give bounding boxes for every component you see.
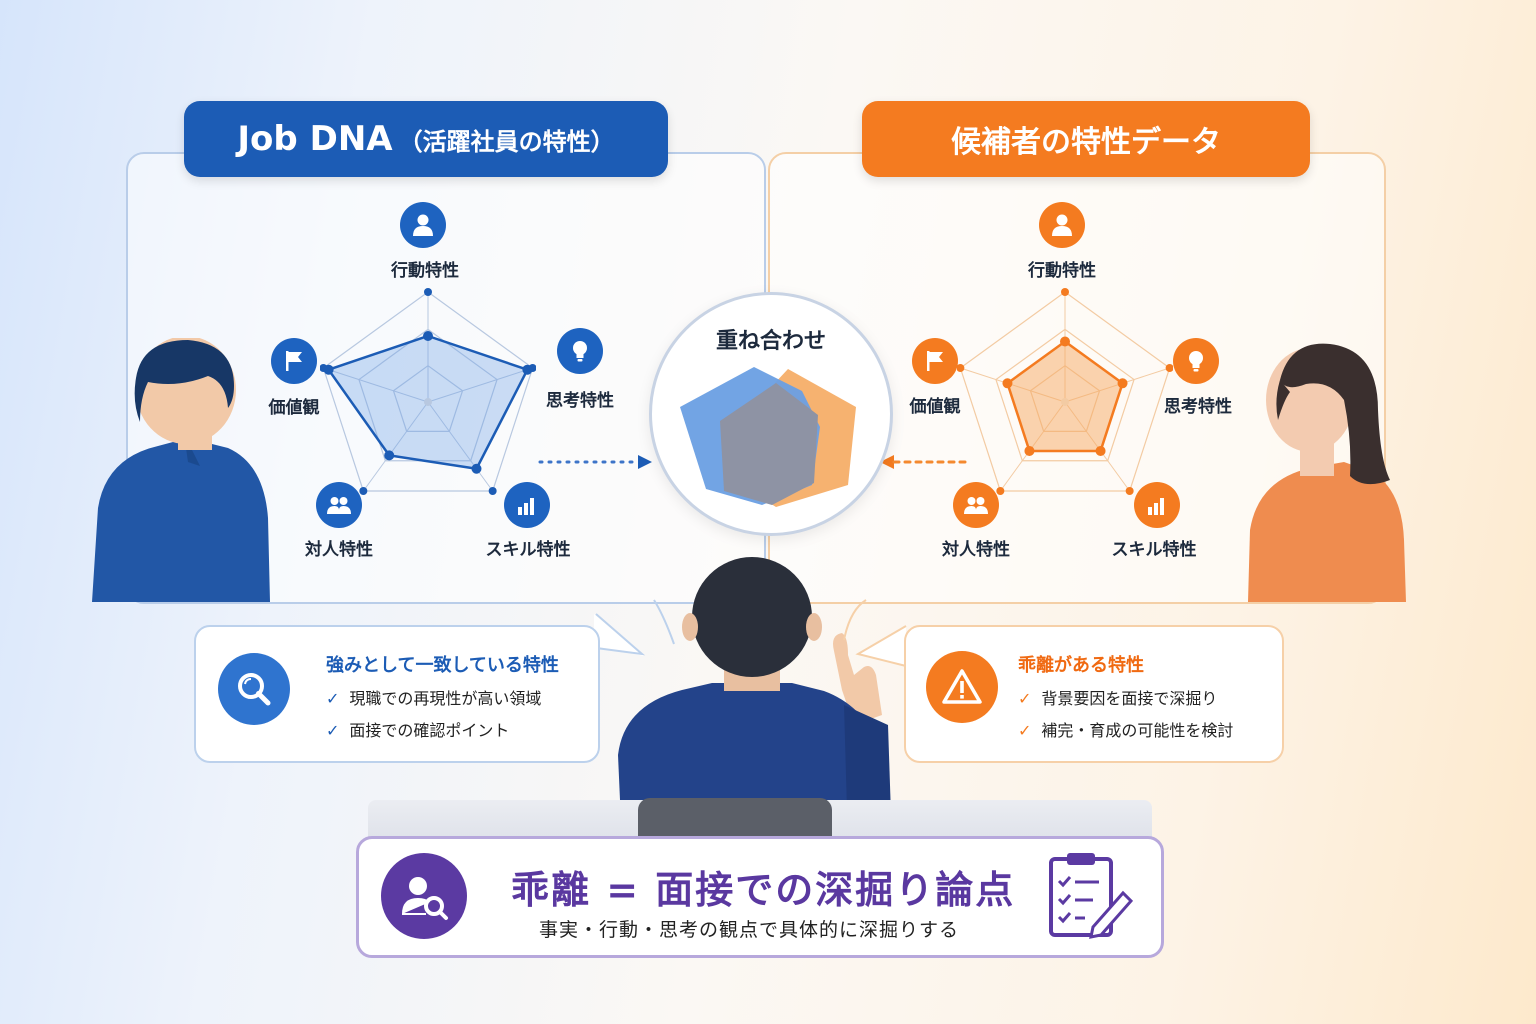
person-icon: [1039, 202, 1085, 248]
radar-center: [424, 398, 432, 406]
interview-search-icon: [381, 853, 467, 939]
radar-grid-ring: [322, 291, 534, 492]
radar-data-point: [471, 463, 482, 474]
match-callout-item: ✓ 現職での再現性が高い領域: [326, 685, 541, 709]
magnifier-icon: [218, 653, 290, 725]
job-dna-title: Job DNA （活躍社員の特性）: [184, 101, 668, 177]
radar-grid-ring: [392, 364, 464, 432]
chair-back: [638, 798, 832, 842]
gap-item-text: 背景要因を面接で深掘り: [1041, 689, 1218, 708]
radar-grid-ring: [959, 291, 1171, 492]
radar-data-point: [1024, 445, 1035, 456]
radar-axis-line: [427, 401, 494, 492]
check-icon: ✓: [326, 721, 340, 740]
arrow-left-icon: [880, 455, 968, 469]
overlay-circle: 重ね合わせ: [649, 292, 893, 536]
match-item-text: 面接での確認ポイント: [349, 721, 510, 740]
candidate-title: 候補者の特性データ: [862, 101, 1310, 177]
radar-data-point: [384, 450, 395, 461]
overlay-shapes: [680, 367, 856, 507]
radar-data-point: [522, 364, 533, 375]
people-icon: [316, 482, 362, 528]
radar-data-point: [1117, 378, 1128, 389]
flag-icon: [271, 338, 317, 384]
clipboard-checklist-icon: [1049, 853, 1134, 939]
radar-data-point: [1002, 378, 1013, 389]
gap-callout-title: 乖離がある特性: [1018, 655, 1144, 676]
gap-callout: 乖離がある特性 ✓ 背景要因を面接で深掘り ✓ 補完・育成の可能性を検討: [904, 625, 1284, 763]
employee-illustration: [92, 338, 270, 602]
gap-callout-item: ✓ 補完・育成の可能性を検討: [1018, 717, 1233, 741]
radar-axis-endpoint: [1061, 288, 1069, 296]
radar-grid-ring: [995, 328, 1135, 462]
gap-item-text: 補完・育成の可能性を検討: [1041, 721, 1234, 740]
axis-label-behavior: 行動特性: [1028, 261, 1096, 281]
flag-icon: [912, 338, 958, 384]
axis-label-interpersonal: 対人特性: [942, 540, 1010, 560]
axis-label-thinking: 思考特性: [546, 391, 614, 411]
check-icon: ✓: [326, 689, 340, 708]
lightbulb-icon: [557, 328, 603, 374]
radar-data-point: [423, 331, 433, 341]
lightbulb-icon: [1173, 338, 1219, 384]
radar-axis-line: [323, 367, 429, 403]
radar-axis-endpoint: [996, 486, 1005, 495]
bar-chart-icon: [1134, 482, 1180, 528]
radar-axis-endpoint: [488, 486, 497, 495]
radar-axis-endpoint: [359, 486, 368, 495]
radar-data-point: [1095, 445, 1106, 456]
candidate-radar-chart: [957, 288, 1173, 495]
conclusion-title: 乖離 = 面接での深掘り論点: [511, 868, 1016, 912]
axis-label-values: 価値観: [909, 397, 961, 417]
radar-axis-endpoint: [1125, 486, 1134, 495]
radar-axis-endpoint: [957, 364, 965, 373]
radar-center: [1061, 398, 1069, 406]
match-callout-title: 強みとして一致している特性: [326, 655, 559, 676]
warning-icon: [926, 651, 998, 723]
radar-data-point: [1060, 336, 1070, 347]
match-item-text: 現職での再現性が高い領域: [349, 689, 542, 708]
radar-axis-endpoint: [424, 288, 432, 296]
candidate-illustration: [1248, 343, 1406, 602]
callout-left-tail: [594, 599, 675, 656]
arrow-right-icon: [538, 455, 652, 469]
people-icon: [953, 482, 999, 528]
job-dna-title-main: Job DNA: [237, 119, 393, 159]
gap-callout-item: ✓ 背景要因を面接で深掘り: [1018, 685, 1217, 709]
conclusion-subtitle: 事実・行動・思考の観点で具体的に深掘りする: [539, 919, 960, 941]
axis-label-thinking: 思考特性: [1164, 397, 1232, 417]
radar-axis-line: [362, 401, 429, 492]
overlay-title: 重ね合わせ: [715, 329, 826, 354]
match-callout-item: ✓ 面接での確認ポイント: [326, 717, 509, 741]
axis-label-values: 価値観: [268, 398, 320, 418]
axis-label-interpersonal: 対人特性: [305, 540, 373, 560]
radar-data-point: [323, 364, 334, 375]
check-icon: ✓: [1018, 689, 1032, 708]
axis-label-skill: スキル特性: [1111, 540, 1197, 560]
axis-label-skill: スキル特性: [485, 540, 571, 560]
match-callout: 強みとして一致している特性 ✓ 現職での再現性が高い領域 ✓ 面接での確認ポイント: [194, 625, 600, 763]
radar-data-polygon: [1005, 339, 1125, 453]
check-icon: ✓: [1018, 721, 1032, 740]
job-dna-radar-chart: [320, 288, 536, 495]
radar-axis-endpoint: [1165, 364, 1173, 373]
job-dna-title-sub: （活躍社員の特性）: [398, 127, 615, 156]
bar-chart-icon: [504, 482, 550, 528]
axis-label-behavior: 行動特性: [391, 261, 459, 281]
conclusion-box: 乖離 = 面接での深掘り論点 事実・行動・思考の観点で具体的に深掘りする: [356, 836, 1164, 958]
callout-right-tail: [843, 599, 907, 667]
person-icon: [400, 202, 446, 248]
radar-axis-line: [427, 367, 533, 403]
